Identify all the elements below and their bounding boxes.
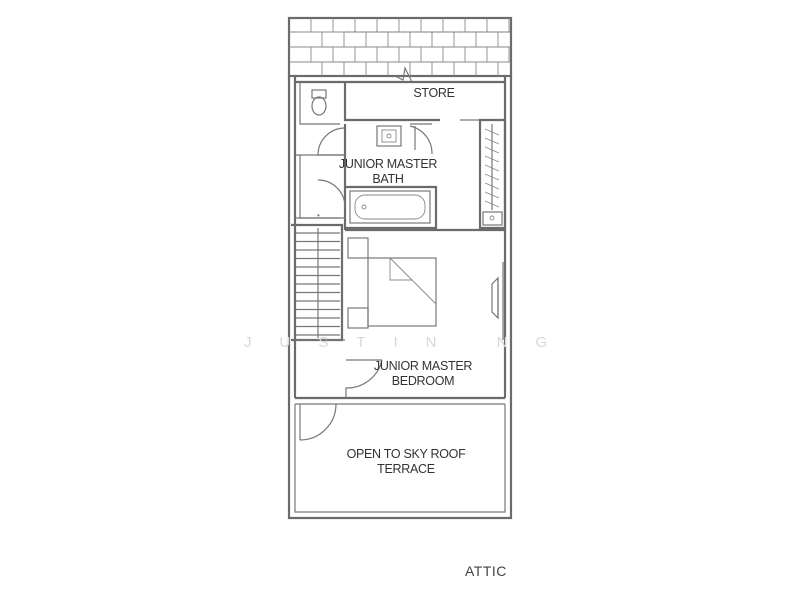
- bath-label-line1: JUNIOR MASTER: [339, 157, 437, 171]
- bedroom-label-line2: BEDROOM: [392, 374, 455, 388]
- toilet-icon: [311, 89, 327, 116]
- bathtub-icon: [349, 190, 431, 224]
- junior-master-bath: [345, 123, 438, 230]
- terrace-label-line1: OPEN TO SKY ROOF: [347, 447, 467, 461]
- basin-icon: [376, 125, 402, 147]
- wc-room: •: [295, 80, 347, 230]
- bath-label-line2: BATH: [372, 172, 403, 186]
- bedroom-label-line1: JUNIOR MASTER: [374, 359, 472, 373]
- store-label: STORE: [413, 86, 454, 100]
- tv-icon: [491, 276, 499, 320]
- watermark: JUSTIN NG: [244, 334, 575, 351]
- bed-icon: [347, 237, 437, 329]
- wardrobe: [478, 118, 507, 230]
- terrace-door: [299, 403, 337, 441]
- terrace-label-line2: TERRACE: [377, 462, 435, 476]
- junior-master-bedroom: [295, 228, 505, 398]
- staircase: [291, 223, 344, 342]
- floor-caption: ATTIC: [465, 563, 507, 579]
- roof-tiles: [287, 16, 513, 78]
- svg-text:•: •: [317, 211, 320, 220]
